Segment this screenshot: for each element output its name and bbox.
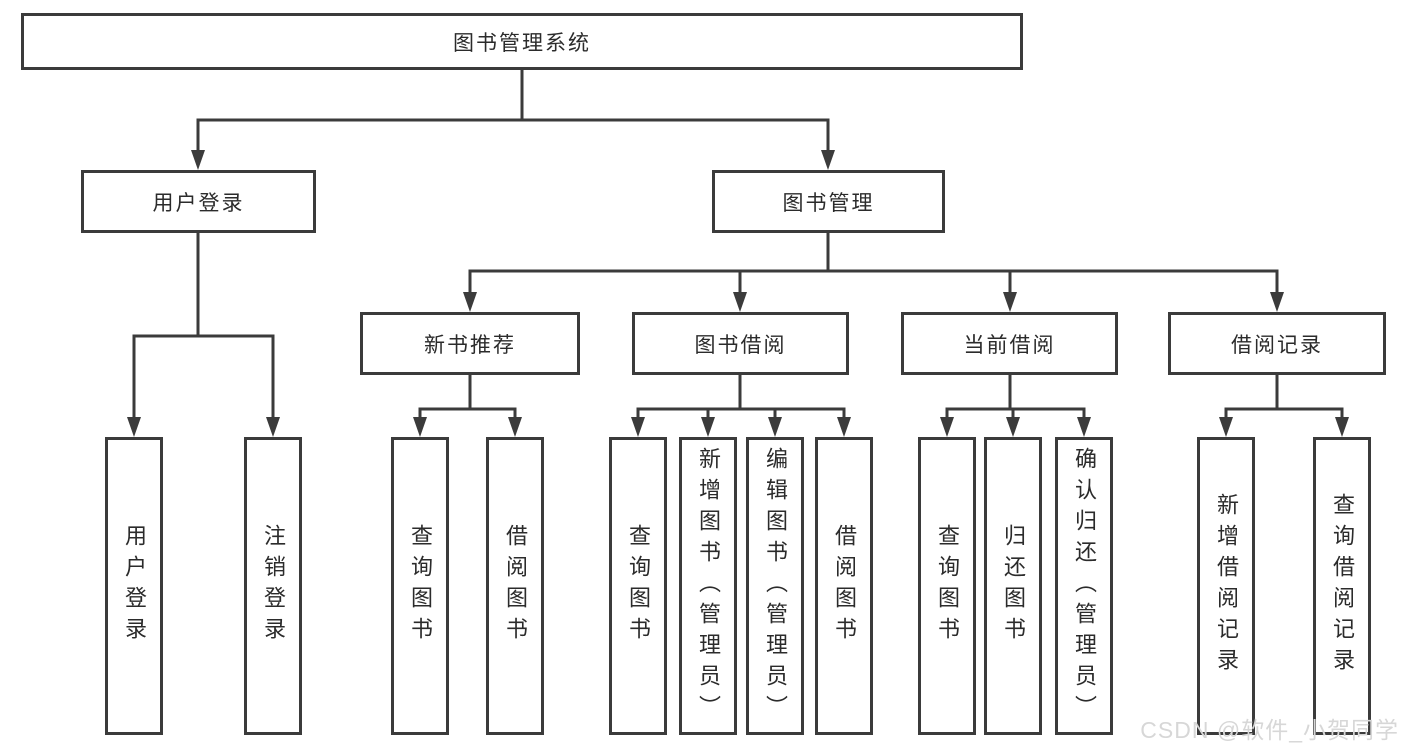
arrowheads (127, 150, 1349, 437)
leaf-logout: 注销登录 (244, 437, 302, 735)
leaf-user-login: 用户登录 (105, 437, 163, 735)
leaf-borrow-books-recommend: 借阅图书 (486, 437, 544, 735)
leaf-query-books-borrow: 查询图书 (609, 437, 667, 735)
node-new-book-recommend: 新书推荐 (360, 312, 580, 375)
node-root-system: 图书管理系统 (21, 13, 1023, 70)
node-user-login: 用户登录 (81, 170, 316, 233)
leaf-add-borrow-record: 新增借阅记录 (1197, 437, 1255, 735)
leaf-borrow-books-borrow: 借阅图书 (815, 437, 873, 735)
node-current-borrow: 当前借阅 (901, 312, 1118, 375)
node-book-borrow: 图书借阅 (632, 312, 849, 375)
csdn-watermark: CSDN @软件_小贺同学 (1140, 717, 1399, 743)
node-borrow-record: 借阅记录 (1168, 312, 1386, 375)
leaf-edit-book-admin: 编辑图书（管理员） (746, 437, 804, 735)
leaf-query-books-recommend: 查询图书 (391, 437, 449, 735)
leaf-query-borrow-record: 查询借阅记录 (1313, 437, 1371, 735)
leaf-return-books: 归还图书 (984, 437, 1042, 735)
leaf-confirm-return-admin: 确认归还（管理员） (1055, 437, 1113, 735)
leaf-query-books-current: 查询图书 (918, 437, 976, 735)
leaf-add-book-admin: 新增图书（管理员） (679, 437, 737, 735)
node-book-management: 图书管理 (712, 170, 945, 233)
